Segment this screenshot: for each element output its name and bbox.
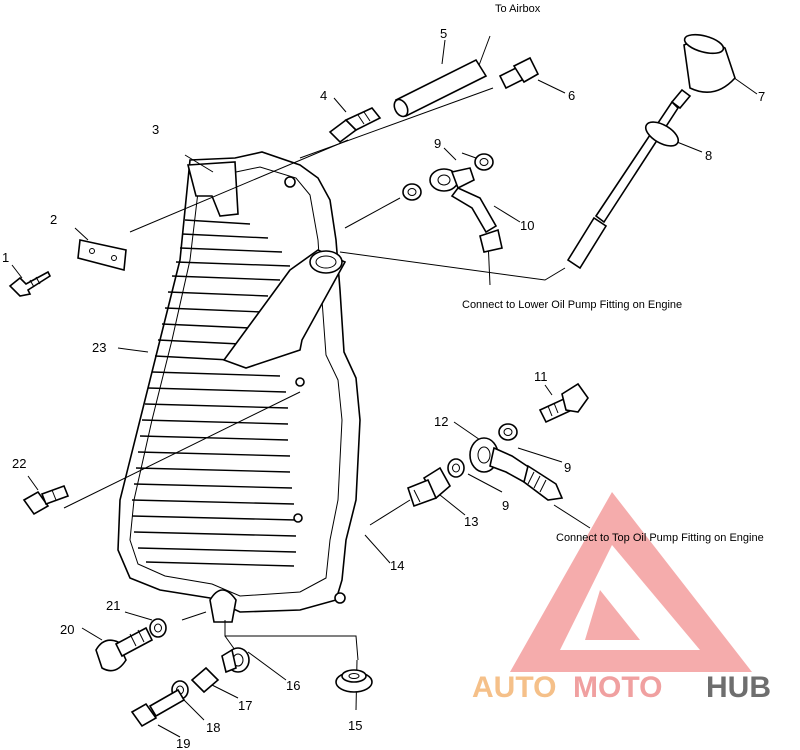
- grommet-15: [335, 669, 373, 693]
- callout-2: 2: [50, 212, 57, 227]
- callout-5: 5: [440, 26, 447, 41]
- bolt-20: [95, 626, 154, 672]
- bolt-22: [22, 484, 70, 516]
- watermark-logo: [510, 492, 752, 672]
- watermark-moto: MOTO: [573, 671, 662, 704]
- callout-3: 3: [152, 122, 159, 137]
- watermark-text: AUTO MOTO HUB: [472, 671, 771, 704]
- callout-6: 6: [568, 88, 575, 103]
- washer-9-right: [498, 423, 518, 441]
- washer-9-middle: [447, 458, 465, 478]
- watermark-auto: AUTO: [472, 671, 556, 704]
- washer-9-upper-a: [402, 183, 422, 201]
- callout-10: 10: [520, 218, 534, 233]
- watermark-hub: HUB: [706, 671, 771, 704]
- callout-labels: 1 2 3 4 5 6 7 8 9 10 11 12 9 9 13 14 15 …: [2, 26, 765, 750]
- callout-18: 18: [206, 720, 220, 735]
- callout-1: 1: [2, 250, 9, 265]
- watermark-triangle-icon: [510, 492, 752, 672]
- note-to-airbox: To Airbox: [495, 3, 541, 15]
- callout-15: 15: [348, 718, 362, 733]
- callout-9-top: 9: [434, 136, 441, 151]
- tank-ribs: [131, 219, 297, 567]
- dipstick-tube: [566, 216, 608, 270]
- bolt-19: [130, 688, 186, 728]
- banjo-bolt-11: [538, 382, 589, 424]
- note-top-pump: Connect to Top Oil Pump Fitting on Engin…: [556, 532, 764, 544]
- o-ring-8: [644, 121, 680, 147]
- callout-20: 20: [60, 622, 74, 637]
- elbow-fitting-6: [498, 56, 540, 90]
- callout-21: 21: [106, 598, 120, 613]
- callout-14: 14: [390, 558, 404, 573]
- screw-1: [8, 270, 52, 297]
- banjo-fitting-12: [469, 437, 564, 501]
- callout-4: 4: [320, 88, 327, 103]
- callout-9-right: 9: [564, 460, 571, 475]
- callout-7: 7: [758, 89, 765, 104]
- callout-19: 19: [176, 736, 190, 750]
- callout-23: 23: [92, 340, 106, 355]
- washer-9-upper-b: [474, 153, 494, 171]
- bracket-2: [77, 239, 127, 272]
- leader-lines: [11, 35, 758, 738]
- vent-hose-5: [393, 58, 488, 118]
- banjo-fitting-10: [429, 167, 503, 253]
- spacer-17: [190, 666, 220, 694]
- note-lower-pump: Connect to Lower Oil Pump Fitting on Eng…: [462, 299, 682, 311]
- callout-17: 17: [238, 698, 252, 713]
- callout-16: 16: [286, 678, 300, 693]
- grommet-16: [221, 647, 250, 674]
- washer-21: [149, 618, 167, 638]
- callout-9-middle: 9: [502, 498, 509, 513]
- callout-22: 22: [12, 456, 26, 471]
- callout-8: 8: [705, 148, 712, 163]
- callout-11: 11: [534, 369, 548, 384]
- callout-13: 13: [464, 514, 478, 529]
- vent-fitting-4: [328, 107, 382, 144]
- oil-level-sensor-13: [407, 466, 452, 508]
- callout-12: 12: [434, 414, 448, 429]
- oil-tank: [117, 151, 361, 623]
